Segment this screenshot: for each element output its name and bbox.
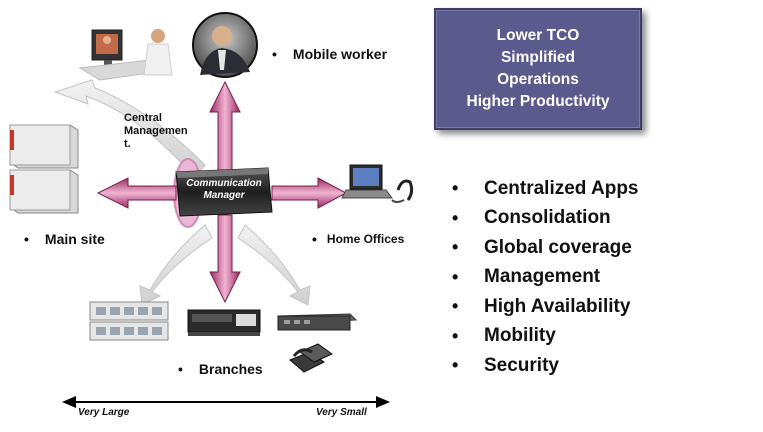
list-item: •Management bbox=[452, 266, 601, 288]
benefit-line: Operations bbox=[497, 71, 579, 88]
benefit-line: Higher Productivity bbox=[466, 93, 610, 110]
scale-right-label: Very Small bbox=[316, 407, 367, 418]
communication-manager-hub bbox=[175, 167, 273, 217]
arrow-up-to-mobile-worker bbox=[209, 80, 241, 173]
main-site-servers bbox=[9, 124, 79, 214]
swoosh-to-branch-left bbox=[139, 224, 213, 306]
mobile-worker-photo bbox=[192, 12, 258, 78]
central-management-label: Central Managemen t. bbox=[124, 112, 188, 150]
arrow-down-to-branches bbox=[209, 214, 241, 304]
list-item: •Consolidation bbox=[452, 207, 611, 229]
feature-list: •Centralized Apps •Consolidation •Global… bbox=[452, 174, 639, 381]
list-item: •High Availability bbox=[452, 295, 631, 317]
hub-label: Communication Manager bbox=[186, 178, 262, 201]
mobile-worker-label: •Mobile worker bbox=[272, 46, 388, 62]
list-item: •Centralized Apps bbox=[452, 177, 639, 199]
list-item: •Mobility bbox=[452, 325, 556, 347]
list-item: •Security bbox=[452, 354, 559, 376]
benefit-line: Lower TCO bbox=[496, 27, 580, 44]
scale-arrow bbox=[62, 396, 390, 408]
branch-equipment bbox=[89, 301, 358, 373]
arrow-right-to-home-offices bbox=[271, 177, 348, 209]
swoosh-to-branch-right bbox=[237, 224, 311, 306]
home-office-equipment bbox=[341, 164, 414, 203]
branch-gateway-middle bbox=[187, 309, 261, 336]
central-management-illustration bbox=[78, 29, 173, 81]
list-item: •Global coverage bbox=[452, 236, 632, 258]
main-site-label: •Main site bbox=[24, 231, 105, 247]
scale-left-label: Very Large bbox=[78, 407, 130, 418]
home-offices-label: •Home Offices bbox=[312, 231, 405, 247]
arrow-left-to-main-site bbox=[96, 177, 177, 209]
branch-chassis-left bbox=[89, 301, 169, 341]
branch-router-right bbox=[277, 313, 358, 331]
magenta-arrows bbox=[96, 80, 348, 304]
branches-label: •Branches bbox=[178, 361, 263, 377]
benefit-line: Simplified bbox=[500, 49, 576, 66]
branch-phones bbox=[289, 343, 334, 373]
benefits-box: Lower TCO Simplified Operations Higher P… bbox=[434, 8, 642, 130]
